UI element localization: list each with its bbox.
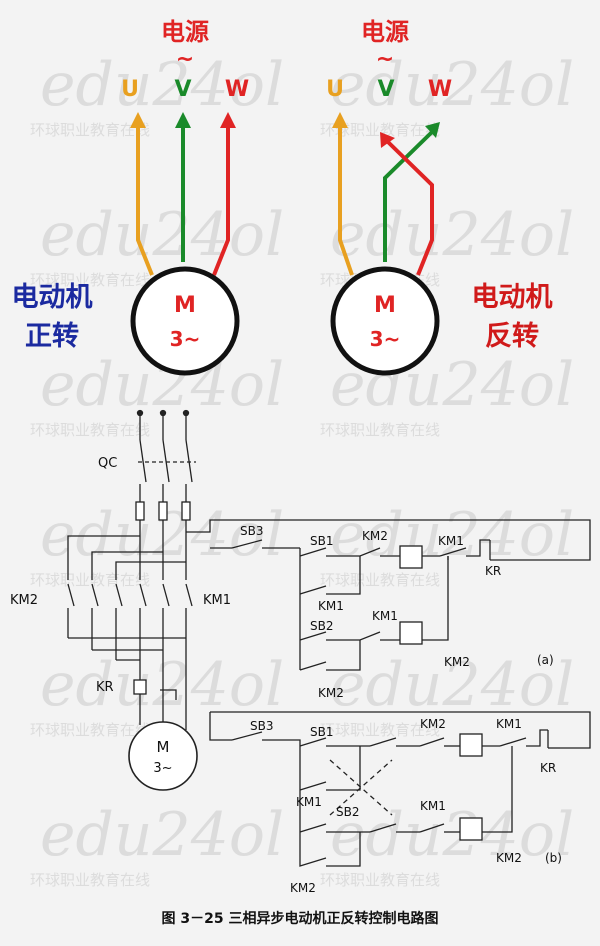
phase-v-label: V bbox=[377, 77, 394, 102]
phase-w-label: W bbox=[225, 77, 249, 102]
power-circuit bbox=[67, 409, 591, 791]
arrow-up-icon bbox=[175, 112, 191, 128]
circuit-tag-a: (a) bbox=[537, 653, 554, 667]
watermark-brand: edu24ol bbox=[40, 800, 284, 870]
watermark-brand: edu24ol bbox=[40, 50, 284, 120]
motor-label: M bbox=[174, 293, 196, 318]
watermark-brand: edu24ol bbox=[40, 200, 284, 270]
phase-v-label: V bbox=[174, 77, 191, 102]
phase-u-label: U bbox=[121, 77, 139, 102]
phase-w-wire bbox=[386, 140, 434, 276]
control-circuit-a-labels: SB3 SB1 KM2 KM1 KR KM1 SB2 KM1 KM2 KM2 (… bbox=[240, 524, 554, 700]
motor-circle bbox=[330, 266, 440, 376]
motor-phase-label: 3~ bbox=[170, 327, 201, 351]
km2-coil-label: KM2 bbox=[496, 851, 522, 865]
motor-phase-label: 3~ bbox=[153, 761, 172, 776]
control-circuit-b bbox=[209, 711, 591, 867]
watermark-cn: 环球职业教育在线 bbox=[30, 271, 150, 289]
motor-circle bbox=[130, 266, 240, 376]
arrow-up-icon bbox=[220, 112, 236, 128]
watermark-cn: 环球职业教育在线 bbox=[30, 121, 150, 139]
km2-coil-label: KM2 bbox=[444, 655, 470, 669]
ac-tilde: ~ bbox=[376, 47, 394, 72]
kr-contact-label: KR bbox=[485, 564, 501, 578]
power-source-label: 电源 bbox=[361, 18, 409, 46]
watermark-brand: edu24ol bbox=[330, 650, 574, 720]
km1-hold-label: KM1 bbox=[318, 599, 344, 613]
side-label-motor: 电动机 bbox=[12, 282, 93, 313]
km2-hold-label: KM2 bbox=[318, 686, 344, 700]
watermark-cn: 环球职业教育在线 bbox=[320, 871, 440, 889]
watermark-cn: 环球职业教育在线 bbox=[320, 121, 440, 139]
watermark-cn: 环球职业教育在线 bbox=[30, 721, 150, 739]
watermark-brand: edu24ol bbox=[330, 800, 574, 870]
motor-label: M bbox=[157, 738, 170, 756]
km1-contact-label: KM1 bbox=[438, 534, 464, 548]
motor-phase-label: 3~ bbox=[370, 327, 401, 351]
km2-contact-label: KM2 bbox=[362, 529, 388, 543]
motor-label: M bbox=[374, 293, 396, 318]
km2-hold-label: KM2 bbox=[290, 881, 316, 895]
sb3-label: SB3 bbox=[250, 719, 273, 733]
control-circuit-b-labels: SB3 SB1 KM2 KM1 KR KM1 SB2 KM1 KM2 KM2 (… bbox=[250, 717, 562, 895]
km2-contact-label: KM2 bbox=[420, 717, 446, 731]
phase-u-wire bbox=[338, 125, 354, 276]
sb1-label: SB1 bbox=[310, 725, 333, 739]
watermark-cn: 环球职业教育在线 bbox=[30, 571, 150, 589]
watermark-cn: 环球职业教育在线 bbox=[320, 421, 440, 439]
sb2-label: SB2 bbox=[310, 619, 333, 633]
power-source-label: 电源 bbox=[161, 18, 209, 46]
arrow-upleft-icon bbox=[380, 132, 395, 148]
arrow-up-icon bbox=[332, 112, 348, 128]
side-label-reverse: 反转 bbox=[485, 321, 539, 352]
km1-label: KM1 bbox=[203, 593, 231, 608]
watermark-brand: edu24ol bbox=[330, 200, 574, 270]
watermark-brand: edu24ol bbox=[40, 650, 284, 720]
kr-contact-label: KR bbox=[540, 761, 556, 775]
watermark-brand: edu24ol bbox=[330, 500, 574, 570]
phase-u-label: U bbox=[326, 77, 344, 102]
sb1-label: SB1 bbox=[310, 534, 333, 548]
power-circuit-labels: QC KM2 KM1 KR M 3~ bbox=[10, 456, 231, 776]
side-label-forward: 正转 bbox=[25, 321, 79, 352]
kr-label: KR bbox=[96, 680, 114, 695]
watermark-cn: 环球职业教育在线 bbox=[320, 721, 440, 739]
phase-w-wire bbox=[212, 125, 230, 276]
forward-rotation-diagram: 电源 ~ U V W M 3~ 电动机 正转 bbox=[12, 18, 249, 376]
circuit-tag-b: (b) bbox=[545, 851, 562, 865]
watermark-cn: 环球职业教育在线 bbox=[320, 571, 440, 589]
watermark-cn: 环球职业教育在线 bbox=[30, 871, 150, 889]
arrow-upright-icon bbox=[425, 122, 440, 138]
watermark-layer: edu24ol edu24ol edu24ol edu24ol edu24ol … bbox=[30, 50, 574, 889]
qc-label: QC bbox=[98, 456, 117, 471]
phase-w-label: W bbox=[428, 77, 452, 102]
watermark-cn: 环球职业教育在线 bbox=[30, 421, 150, 439]
km1-contact-label: KM1 bbox=[496, 717, 522, 731]
km1-contact-label-2: KM1 bbox=[372, 609, 398, 623]
side-label-motor: 电动机 bbox=[472, 282, 553, 313]
km1-contact-label-2: KM1 bbox=[420, 799, 446, 813]
km2-label: KM2 bbox=[10, 593, 38, 608]
arrow-up-icon bbox=[130, 112, 146, 128]
phase-v-wire bbox=[383, 130, 434, 262]
sb2-label: SB2 bbox=[336, 805, 359, 819]
reverse-rotation-diagram: 电源 ~ U V W M 3~ 电动机 反转 bbox=[326, 18, 553, 376]
watermark-brand: edu24ol bbox=[330, 50, 574, 120]
sb3-label: SB3 bbox=[240, 524, 263, 538]
ac-tilde: ~ bbox=[176, 47, 194, 72]
figure-caption: 图 3－25 三相异步电动机正反转控制电路图 bbox=[161, 911, 439, 927]
control-circuit-a bbox=[210, 539, 560, 671]
phase-u-wire bbox=[136, 125, 154, 276]
km1-hold-label: KM1 bbox=[296, 795, 322, 809]
